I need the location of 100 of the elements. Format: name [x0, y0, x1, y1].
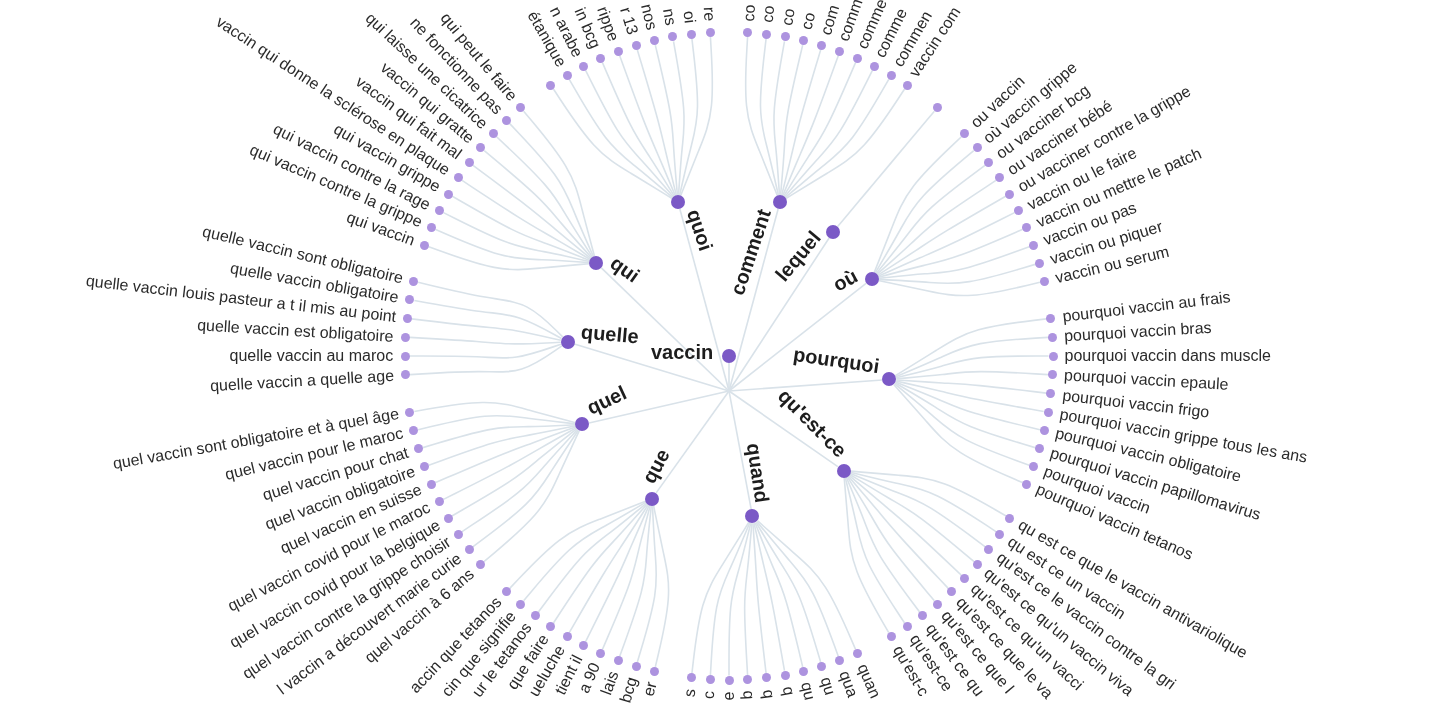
- tree-link: [893, 383, 1024, 484]
- tree-link: [427, 245, 591, 271]
- tree-link: [876, 195, 1007, 277]
- tree-link: [849, 472, 987, 548]
- tree-link: [728, 522, 752, 677]
- tree-link: [691, 521, 750, 675]
- tree-link: [847, 475, 950, 590]
- question-word: quoi: [682, 206, 717, 254]
- question-word: qui: [606, 251, 644, 287]
- tree-link: [836, 110, 936, 228]
- query-text: q: [778, 684, 799, 697]
- tree-link: [588, 390, 730, 424]
- tree-link: [877, 245, 1031, 280]
- tree-link: [895, 381, 1041, 431]
- tree-link: [413, 299, 563, 340]
- tree-link: [728, 379, 884, 392]
- tree-link: [461, 428, 579, 533]
- tree-link: [773, 40, 786, 197]
- tree-link: [846, 475, 936, 602]
- tree-link: [568, 78, 674, 199]
- tree-link: [780, 49, 822, 197]
- tree-link: [537, 502, 648, 614]
- tree-link: [427, 425, 577, 467]
- query-text: quan: [854, 660, 886, 701]
- tree-link: [728, 390, 839, 468]
- question-word: quand: [743, 441, 774, 505]
- tree-link: [754, 522, 804, 668]
- tree-link: [654, 44, 679, 197]
- tree-link: [442, 211, 591, 263]
- tree-link: [442, 427, 577, 501]
- tree-link: [584, 69, 675, 198]
- tree-link: [508, 122, 595, 258]
- tree-link: [873, 135, 963, 274]
- question-word: quelle: [579, 320, 640, 347]
- tree-link: [636, 49, 678, 197]
- tree-link: [728, 282, 867, 392]
- tree-link: [655, 390, 730, 494]
- query-text: quelle vaccin a quelle age: [209, 365, 395, 397]
- tree-link: [417, 281, 564, 338]
- tree-link: [600, 267, 730, 392]
- tree-link: [844, 476, 906, 624]
- tree-link: [848, 473, 975, 563]
- query-text: q: [739, 690, 759, 701]
- tree-link: [679, 36, 714, 197]
- tree-link: [785, 88, 906, 200]
- tree-link: [876, 179, 997, 276]
- tree-link: [678, 37, 699, 197]
- tree-link: [877, 279, 1041, 297]
- query-text: q: [758, 688, 779, 700]
- tree-link: [410, 318, 562, 342]
- tree-link: [877, 228, 1024, 279]
- tree-link: [552, 503, 649, 624]
- question-word: quel: [583, 381, 630, 419]
- tree-link: [422, 424, 576, 449]
- tree-link: [784, 78, 890, 199]
- tree-link: [451, 195, 591, 262]
- tree-link: [877, 263, 1036, 285]
- tree-link: [584, 504, 651, 643]
- tree-link: [895, 370, 1049, 380]
- tree-link: [849, 471, 997, 533]
- tree-link: [652, 504, 670, 668]
- tree-link: [417, 414, 576, 431]
- tree-link: [451, 428, 578, 517]
- tree-link: [875, 164, 987, 275]
- tree-link: [471, 164, 592, 260]
- query-text: re: [699, 6, 720, 22]
- tree-link: [471, 429, 580, 548]
- tree-link: [895, 380, 1045, 413]
- tree-link: [843, 476, 890, 634]
- tree-link: [434, 228, 591, 264]
- tree-link: [618, 54, 677, 197]
- tree-link: [408, 343, 562, 359]
- tree-link: [895, 379, 1048, 394]
- tree-link: [845, 476, 921, 614]
- query-text: oi: [679, 9, 701, 25]
- question-word: pourquoi: [791, 342, 881, 377]
- tree-link: [877, 211, 1016, 278]
- tree-link: [672, 40, 685, 197]
- tree-link: [753, 522, 786, 672]
- tree-link: [779, 44, 804, 197]
- tree-link: [743, 522, 753, 676]
- tree-link: [756, 520, 857, 651]
- tree-link: [755, 521, 822, 663]
- tree-link: [483, 149, 593, 259]
- tree-link: [601, 504, 652, 651]
- keyword-label: vaccin: [651, 341, 714, 363]
- tree-link: [522, 110, 596, 258]
- tree-link: [573, 343, 730, 392]
- tree-link: [744, 36, 779, 197]
- tree-link: [848, 474, 963, 577]
- tree-link: [522, 501, 647, 602]
- tree-link: [893, 383, 1031, 467]
- query-text: s: [679, 688, 699, 699]
- tree-link: [759, 37, 780, 197]
- query-text: c: [699, 690, 719, 700]
- tree-link: [679, 208, 730, 392]
- tree-link: [781, 54, 840, 197]
- tree-link: [636, 504, 658, 663]
- tree-link: [709, 521, 751, 676]
- query-text: quelle vaccin au maroc: [229, 346, 394, 366]
